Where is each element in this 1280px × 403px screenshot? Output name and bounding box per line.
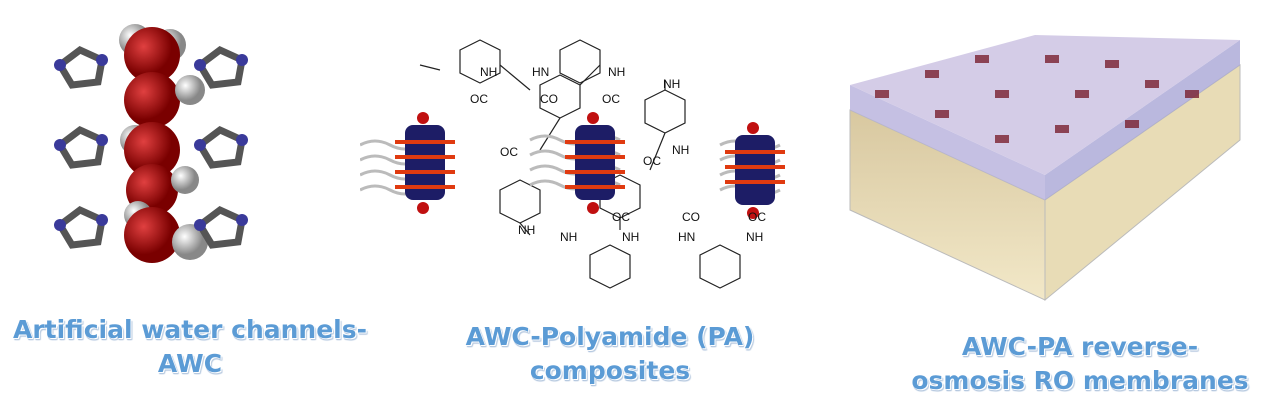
caption-awc-polyamide: AWC-Polyamide (PA) composites xyxy=(420,320,800,388)
caption-line: AWC-PA reverse- xyxy=(961,332,1199,361)
chem-label: OC xyxy=(500,145,518,159)
caption-line: composites xyxy=(529,356,691,385)
awc-polyamide-structure: NH HN NH OC CO OC NH OC NH OC NH OC CO O… xyxy=(360,30,800,290)
water-wire xyxy=(119,24,208,263)
caption-line: osmosis RO membranes xyxy=(911,366,1249,395)
chem-label: CO xyxy=(540,92,558,106)
chem-label: NH xyxy=(560,230,578,244)
chem-label: OC xyxy=(748,210,766,224)
chem-label: NH xyxy=(608,65,626,79)
ro-membrane-illustration xyxy=(849,35,1241,302)
chem-label: CO xyxy=(682,210,700,224)
caption-line: AWC xyxy=(157,349,223,378)
caption-ro-membranes: AWC-PA reverse- osmosis RO membranes xyxy=(880,330,1280,398)
awc-stacks xyxy=(360,112,785,219)
chem-label: OC xyxy=(470,92,488,106)
chem-label: OC xyxy=(602,92,620,106)
chem-label: OC xyxy=(643,154,661,168)
chem-label: NH xyxy=(672,143,690,157)
chem-label: OC xyxy=(612,210,630,224)
caption-artificial-water-channels: Artificial water channels- AWC xyxy=(0,313,380,381)
artificial-water-channel-model xyxy=(54,24,248,263)
chem-label: NH xyxy=(663,77,681,91)
caption-line: Artificial water channels- xyxy=(12,315,368,344)
caption-line: AWC-Polyamide (PA) xyxy=(465,322,755,351)
chem-label: NH xyxy=(518,223,536,237)
chem-label: NH xyxy=(746,230,764,244)
chem-label: HN xyxy=(532,65,550,79)
chem-label: HN xyxy=(678,230,696,244)
chem-label: NH xyxy=(480,65,498,79)
chem-label: NH xyxy=(622,230,640,244)
imidazole-rings xyxy=(55,45,246,249)
